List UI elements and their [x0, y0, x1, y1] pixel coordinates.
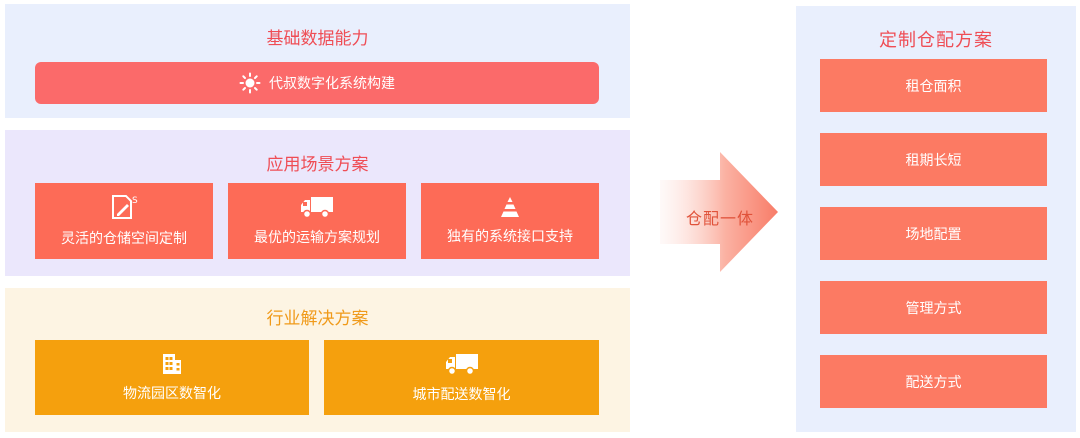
custom-item-site[interactable]: 场地配置	[820, 207, 1047, 260]
edit-document-icon: S	[110, 194, 138, 220]
scenario-title: 应用场景方案	[266, 155, 369, 175]
arrow-label: 仓配一体	[685, 209, 754, 228]
custom-item-term[interactable]: 租期长短	[820, 133, 1047, 186]
custom-panel: 定制仓配方案 租仓面积 租期长短 场地配置 管理方式 配送方式	[796, 6, 1076, 432]
capability-title: 基础数据能力	[266, 29, 369, 49]
scenario-tile-label: 最优的运输方案规划	[254, 230, 380, 246]
industry-tile-park[interactable]: 物流园区数智化	[35, 340, 309, 415]
scenario-panel: 应用场景方案 S 灵活的仓储空间定制 最优的运输方案规划	[5, 130, 630, 276]
sun-icon	[239, 72, 261, 94]
custom-item-delivery[interactable]: 配送方式	[820, 355, 1047, 408]
scenario-tile-label: 灵活的仓储空间定制	[61, 231, 187, 247]
industry-title: 行业解决方案	[266, 309, 369, 329]
industry-panel: 行业解决方案 物流园区数智化	[5, 288, 630, 432]
capability-panel: 基础数据能力 代叔数字化系统构建	[5, 4, 630, 118]
custom-title: 定制仓配方案	[879, 30, 993, 51]
scenario-tile-label: 独有的系统接口支持	[447, 229, 573, 245]
svg-text:S: S	[132, 196, 138, 206]
arrow-shape	[660, 152, 778, 272]
capability-item-label: 代叔数字化系统构建	[269, 76, 395, 92]
industry-tile-label: 物流园区数智化	[123, 385, 221, 402]
custom-item-management[interactable]: 管理方式	[820, 281, 1047, 334]
capability-item[interactable]: 代叔数字化系统构建	[35, 62, 599, 104]
scenario-tile-interface[interactable]: 独有的系统接口支持	[421, 183, 599, 259]
industry-tile-label: 城市配送数智化	[412, 386, 511, 403]
pyramid-icon	[497, 196, 523, 218]
custom-item-area[interactable]: 租仓面积	[820, 59, 1047, 112]
truck-icon	[299, 195, 335, 219]
scenario-tile-transport[interactable]: 最优的运输方案规划	[228, 183, 406, 259]
scenario-tile-storage[interactable]: S 灵活的仓储空间定制	[35, 183, 213, 259]
truck-icon	[444, 352, 480, 376]
building-icon	[161, 353, 183, 375]
industry-tile-city[interactable]: 城市配送数智化	[324, 340, 599, 415]
